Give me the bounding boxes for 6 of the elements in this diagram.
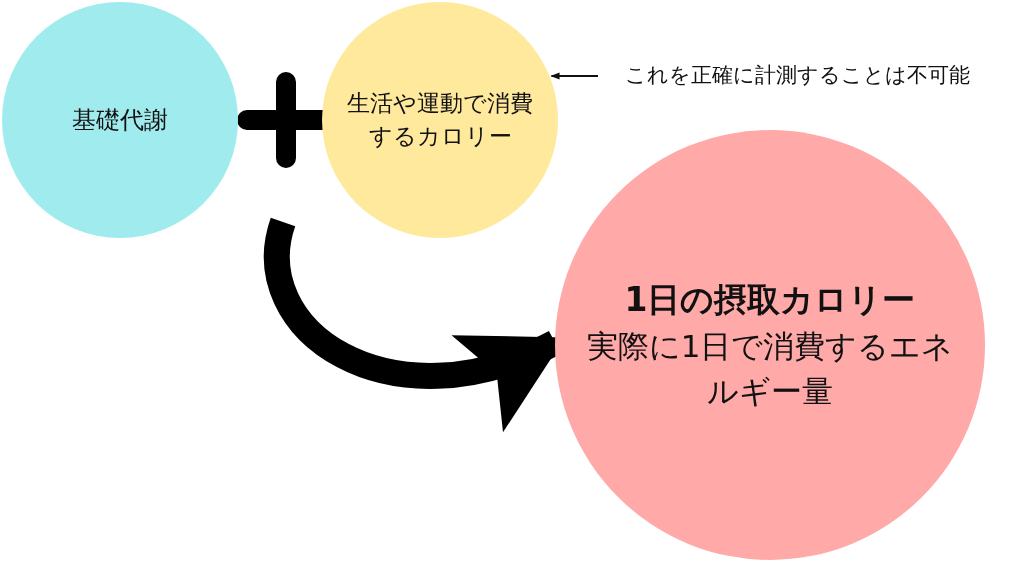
node-label: 基礎代謝 xyxy=(72,104,168,136)
arrow xyxy=(550,72,599,80)
note-text: これを正確に計測することは不可能 xyxy=(625,61,970,89)
node-heading: 1日の摂取カロリー xyxy=(624,279,916,322)
node-label: 実際に1日で消費するエネルギー量 xyxy=(585,327,955,411)
node-label: 生活や運動で消費するカロリー xyxy=(346,88,534,151)
